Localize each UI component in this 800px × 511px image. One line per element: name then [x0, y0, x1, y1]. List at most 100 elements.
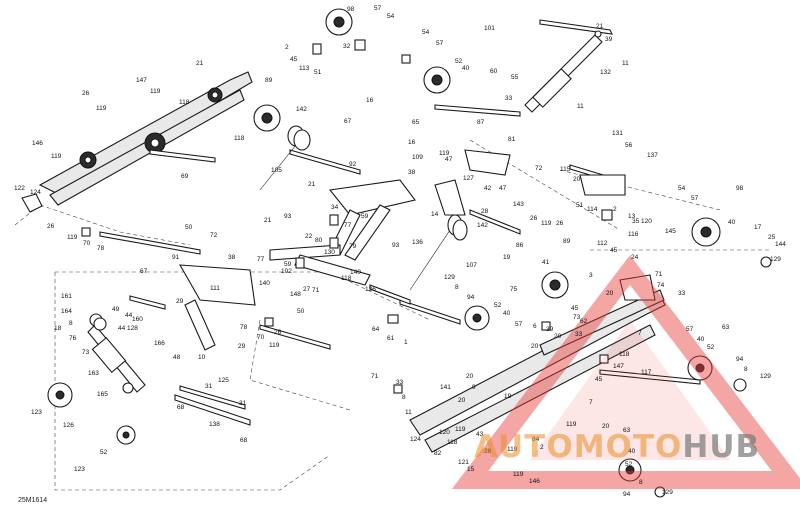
callout-124: 124	[30, 189, 41, 196]
callout-138: 138	[209, 421, 220, 428]
callout-67: 67	[344, 118, 352, 125]
callout-74: 74	[657, 282, 665, 289]
callout-31: 31	[205, 383, 213, 390]
callout-20: 20	[606, 290, 614, 297]
callout-148: 148	[290, 291, 301, 298]
callout-40: 40	[628, 448, 636, 455]
callout-82: 82	[434, 450, 442, 457]
callout-65: 65	[412, 119, 420, 126]
callout-146: 146	[32, 140, 43, 147]
front-left-rail-assembly	[21, 71, 253, 213]
callout-161: 161	[61, 293, 72, 300]
callout-50: 50	[185, 224, 193, 231]
callout-1: 1	[404, 339, 408, 346]
callout-166: 166	[154, 340, 165, 347]
callout-118: 118	[619, 351, 630, 358]
callout-2: 2	[613, 206, 617, 213]
callout-109: 109	[412, 154, 423, 161]
callout-119: 119	[513, 471, 524, 478]
callout-94: 94	[623, 491, 631, 498]
callout-39: 39	[546, 326, 554, 333]
callout-75: 75	[510, 286, 518, 293]
callout-73: 73	[82, 349, 90, 356]
callout-8: 8	[402, 394, 406, 401]
callout-11: 11	[622, 60, 629, 67]
callout-16: 16	[366, 97, 374, 104]
rods-and-shafts	[99, 19, 701, 426]
callout-77: 77	[344, 222, 352, 229]
callout-165: 165	[97, 391, 108, 398]
callout-115: 115	[560, 166, 571, 173]
callout-142: 142	[296, 106, 307, 113]
callout-57: 57	[686, 326, 694, 333]
small-hardware	[81, 39, 613, 394]
callout-52: 52	[100, 449, 108, 456]
rear-slide-rail-assembly	[409, 274, 666, 453]
callout-22: 22	[305, 233, 313, 240]
callout-45: 45	[610, 247, 618, 254]
callout-113: 113	[299, 65, 310, 72]
callout-119: 119	[566, 421, 577, 428]
callout-118: 118	[234, 135, 245, 142]
callout-94: 94	[467, 294, 475, 301]
callout-128: 128	[127, 325, 138, 332]
callout-21: 21	[308, 181, 316, 188]
callout-21: 21	[196, 60, 204, 67]
callout-7: 7	[638, 330, 642, 337]
callout-143: 143	[513, 201, 524, 208]
callout-119: 119	[51, 153, 62, 160]
callout-124: 124	[410, 436, 421, 443]
callout-51: 51	[576, 202, 584, 209]
callout-118: 118	[447, 439, 458, 446]
callout-11: 11	[405, 409, 412, 416]
callout-34: 34	[331, 204, 339, 211]
shock-absorbers	[87, 30, 603, 394]
callout-119: 119	[439, 150, 450, 157]
callout-92: 92	[349, 161, 357, 168]
callout-69: 69	[181, 173, 189, 180]
callout-102: 102	[281, 268, 292, 275]
callout-17: 17	[754, 224, 762, 231]
callout-116: 116	[628, 231, 639, 238]
callout-89: 89	[563, 238, 571, 245]
callout-55: 55	[511, 74, 519, 81]
callout-52: 52	[494, 302, 502, 309]
callout-78: 78	[240, 324, 248, 331]
callout-123: 123	[74, 466, 85, 473]
callout-114: 114	[587, 206, 598, 213]
callout-62: 62	[580, 318, 588, 325]
callout-129: 129	[444, 274, 455, 281]
callout-25: 25	[768, 234, 776, 241]
callout-59: 59	[284, 261, 292, 268]
callout-2: 2	[285, 44, 289, 51]
callout-71: 71	[312, 287, 320, 294]
callout-40: 40	[697, 336, 705, 343]
callout-40: 40	[728, 219, 736, 226]
callout-142: 142	[477, 222, 488, 229]
callout-72: 72	[210, 232, 218, 239]
callout-7: 7	[589, 399, 593, 406]
callout-20: 20	[573, 176, 581, 183]
callout-71: 71	[655, 271, 663, 278]
callout-105: 105	[271, 167, 282, 174]
center-arm-links	[179, 149, 626, 351]
callout-94: 94	[736, 356, 744, 363]
callout-40: 40	[462, 65, 470, 72]
callout-63: 63	[623, 427, 631, 434]
callout-91: 91	[172, 254, 180, 261]
callout-44: 44	[125, 312, 133, 319]
callout-57: 57	[436, 40, 444, 47]
callout-93: 93	[392, 242, 400, 249]
callout-59: 59	[361, 213, 369, 220]
callout-29: 29	[176, 298, 184, 305]
callout-9: 9	[472, 384, 476, 391]
callout-67: 67	[140, 268, 148, 275]
idler-wheels	[47, 8, 772, 498]
callout-72: 72	[535, 165, 543, 172]
callout-146: 146	[529, 478, 540, 485]
callout-26: 26	[556, 220, 564, 227]
callout-54: 54	[422, 29, 430, 36]
callout-80: 80	[315, 237, 323, 244]
callout-8: 8	[69, 320, 73, 327]
watermark-text: AUTOMOTOHUB	[474, 432, 760, 463]
